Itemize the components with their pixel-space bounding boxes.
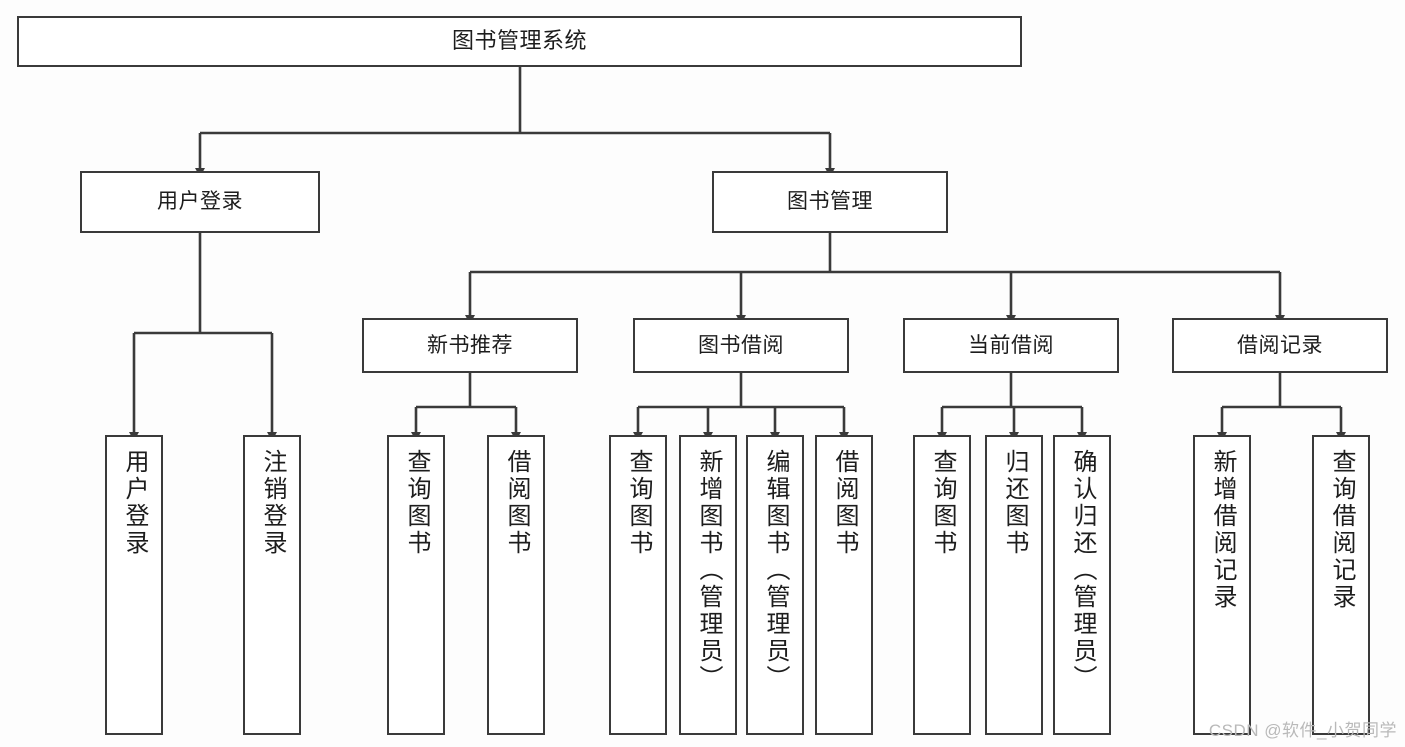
node-new-book-recommend[interactable]: 新书推荐 (362, 318, 578, 373)
leaf-edit-book-label: 编辑图书（管理员） (762, 449, 789, 692)
node-root[interactable]: 图书管理系统 (17, 16, 1022, 67)
leaf-confirm-return[interactable]: 确认归还（管理员） (1053, 435, 1111, 735)
leaf-add-book-label: 新增图书（管理员） (695, 449, 722, 692)
leaf-query-book-1-label: 查询图书 (403, 449, 430, 557)
leaf-query-book-3[interactable]: 查询图书 (913, 435, 971, 735)
leaf-borrow-book-2-label: 借阅图书 (831, 449, 858, 557)
leaf-logout[interactable]: 注销登录 (243, 435, 301, 735)
node-book-manage[interactable]: 图书管理 (712, 171, 948, 233)
leaf-borrow-book-1[interactable]: 借阅图书 (487, 435, 545, 735)
node-borrow-record-label: 借阅记录 (1237, 333, 1323, 357)
leaf-add-borrow-record[interactable]: 新增借阅记录 (1193, 435, 1251, 735)
node-book-borrow[interactable]: 图书借阅 (633, 318, 849, 373)
leaf-query-book-3-label: 查询图书 (929, 449, 956, 557)
node-current-borrow[interactable]: 当前借阅 (903, 318, 1119, 373)
leaf-query-book-2[interactable]: 查询图书 (609, 435, 667, 735)
leaf-add-book[interactable]: 新增图书（管理员） (679, 435, 737, 735)
leaf-return-book-label: 归还图书 (1001, 449, 1028, 557)
node-root-label: 图书管理系统 (451, 28, 587, 54)
leaf-borrow-book-2[interactable]: 借阅图书 (815, 435, 873, 735)
leaf-user-login-label: 用户登录 (121, 449, 148, 557)
leaf-add-borrow-record-label: 新增借阅记录 (1209, 449, 1236, 611)
node-book-borrow-label: 图书借阅 (698, 333, 784, 357)
node-new-book-recommend-label: 新书推荐 (427, 333, 513, 357)
node-user-login-label: 用户登录 (157, 190, 243, 214)
leaf-query-book-2-label: 查询图书 (625, 449, 652, 557)
leaf-query-book-1[interactable]: 查询图书 (387, 435, 445, 735)
node-user-login[interactable]: 用户登录 (80, 171, 320, 233)
node-borrow-record[interactable]: 借阅记录 (1172, 318, 1388, 373)
leaf-query-borrow-record[interactable]: 查询借阅记录 (1312, 435, 1370, 735)
node-book-manage-label: 图书管理 (787, 190, 873, 214)
leaf-user-login[interactable]: 用户登录 (105, 435, 163, 735)
leaf-borrow-book-1-label: 借阅图书 (503, 449, 530, 557)
leaf-return-book[interactable]: 归还图书 (985, 435, 1043, 735)
leaf-query-borrow-record-label: 查询借阅记录 (1328, 449, 1355, 611)
node-current-borrow-label: 当前借阅 (968, 333, 1054, 357)
leaf-logout-label: 注销登录 (259, 449, 286, 557)
leaf-edit-book[interactable]: 编辑图书（管理员） (746, 435, 804, 735)
watermark: CSDN @软件_小贺同学 (1208, 721, 1397, 740)
leaf-confirm-return-label: 确认归还（管理员） (1069, 449, 1096, 692)
